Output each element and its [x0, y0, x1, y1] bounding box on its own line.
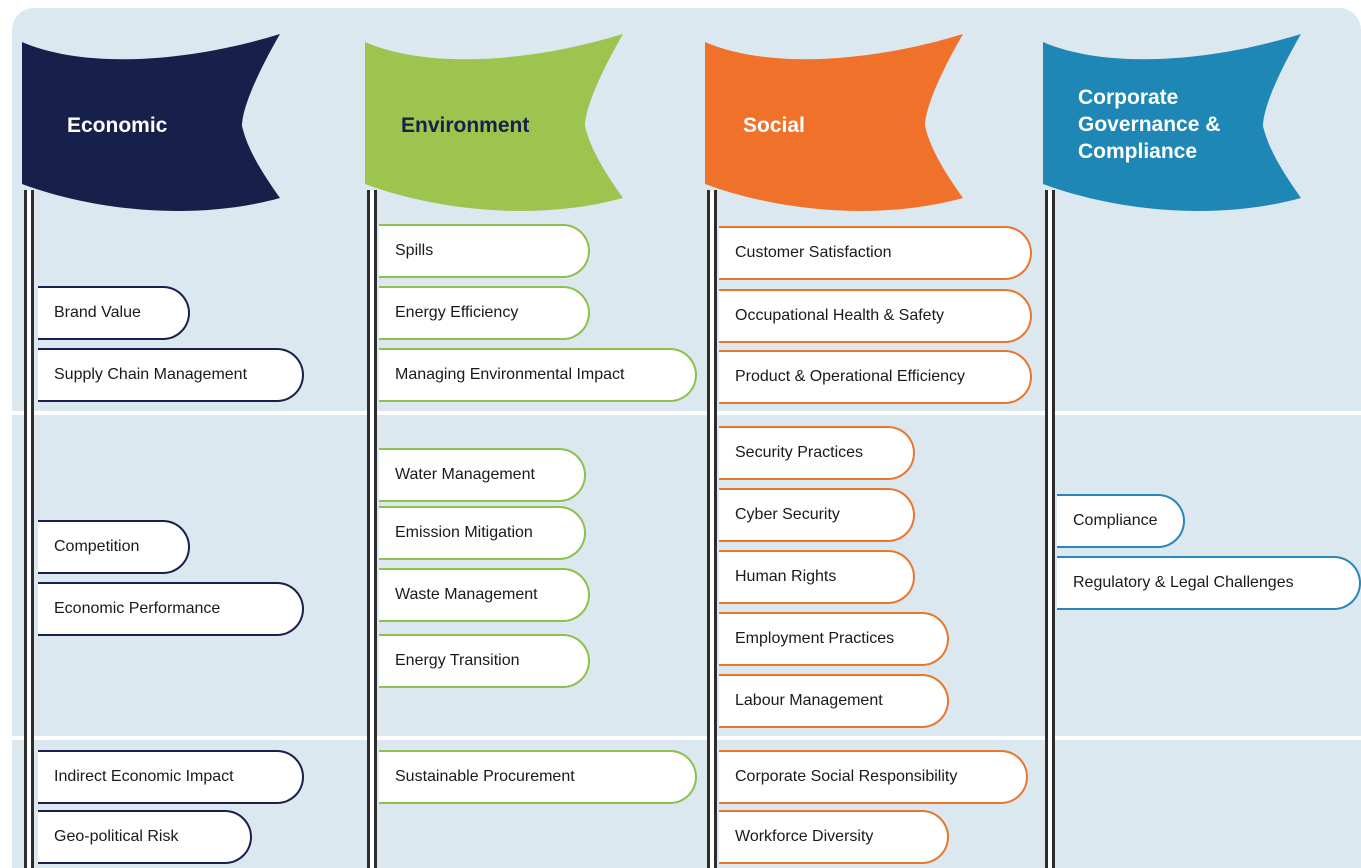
pillar-title-social: Social	[743, 114, 805, 137]
flag-governance-icon	[1043, 34, 1301, 211]
topic-pill-labour-management[interactable]: Labour Management	[719, 674, 949, 728]
topic-pill-compliance[interactable]: Compliance	[1057, 494, 1185, 548]
topic-pill-spills[interactable]: Spills	[379, 224, 590, 278]
topic-pill-corporate-social-responsibility[interactable]: Corporate Social Responsibility	[719, 750, 1028, 804]
flag-governance: Corporate Governance & Compliance	[1043, 34, 1305, 214]
topic-pill-employment-practices[interactable]: Employment Practices	[719, 612, 949, 666]
flag-pole-economic	[24, 190, 34, 868]
topic-pill-product-operational-efficiency[interactable]: Product & Operational Efficiency	[719, 350, 1032, 404]
topic-pill-indirect-economic-impact[interactable]: Indirect Economic Impact	[38, 750, 304, 804]
topic-pill-occupational-health-safety[interactable]: Occupational Health & Safety	[719, 289, 1032, 343]
flag-pole-governance	[1045, 190, 1055, 868]
flag-environment-icon	[365, 34, 623, 211]
topic-pill-managing-environmental-impact[interactable]: Managing Environmental Impact	[379, 348, 697, 402]
topic-pill-sustainable-procurement[interactable]: Sustainable Procurement	[379, 750, 697, 804]
topic-pill-human-rights[interactable]: Human Rights	[719, 550, 915, 604]
row-divider	[12, 736, 1361, 740]
pillar-title-governance: Corporate Governance & Compliance	[1078, 86, 1221, 163]
topic-pill-supply-chain-management[interactable]: Supply Chain Management	[38, 348, 304, 402]
topic-pill-energy-efficiency[interactable]: Energy Efficiency	[379, 286, 590, 340]
flag-economic-icon	[22, 34, 280, 211]
flag-pole-social	[707, 190, 717, 868]
pillar-title-economic: Economic	[67, 114, 168, 137]
pillar-title-environment: Environment	[401, 114, 530, 137]
flag-social-icon	[705, 34, 963, 211]
topic-pill-brand-value[interactable]: Brand Value	[38, 286, 190, 340]
flag-environment: Environment	[365, 34, 627, 214]
topic-pill-geo-political-risk[interactable]: Geo-political Risk	[38, 810, 252, 864]
flag-pole-environment	[367, 190, 377, 868]
flag-economic: Economic	[22, 34, 284, 214]
topic-pill-energy-transition[interactable]: Energy Transition	[379, 634, 590, 688]
topic-pill-customer-satisfaction[interactable]: Customer Satisfaction	[719, 226, 1032, 280]
topic-pill-competition[interactable]: Competition	[38, 520, 190, 574]
topic-pill-economic-performance[interactable]: Economic Performance	[38, 582, 304, 636]
row-divider	[12, 411, 1361, 415]
topic-pill-regulatory-legal-challenges[interactable]: Regulatory & Legal Challenges	[1057, 556, 1361, 610]
topic-pill-security-practices[interactable]: Security Practices	[719, 426, 915, 480]
topic-pill-waste-management[interactable]: Waste Management	[379, 568, 590, 622]
topic-pill-emission-mitigation[interactable]: Emission Mitigation	[379, 506, 586, 560]
topic-pill-workforce-diversity[interactable]: Workforce Diversity	[719, 810, 949, 864]
topic-pill-cyber-security[interactable]: Cyber Security	[719, 488, 915, 542]
topic-pill-water-management[interactable]: Water Management	[379, 448, 586, 502]
flag-social: Social	[705, 34, 967, 214]
